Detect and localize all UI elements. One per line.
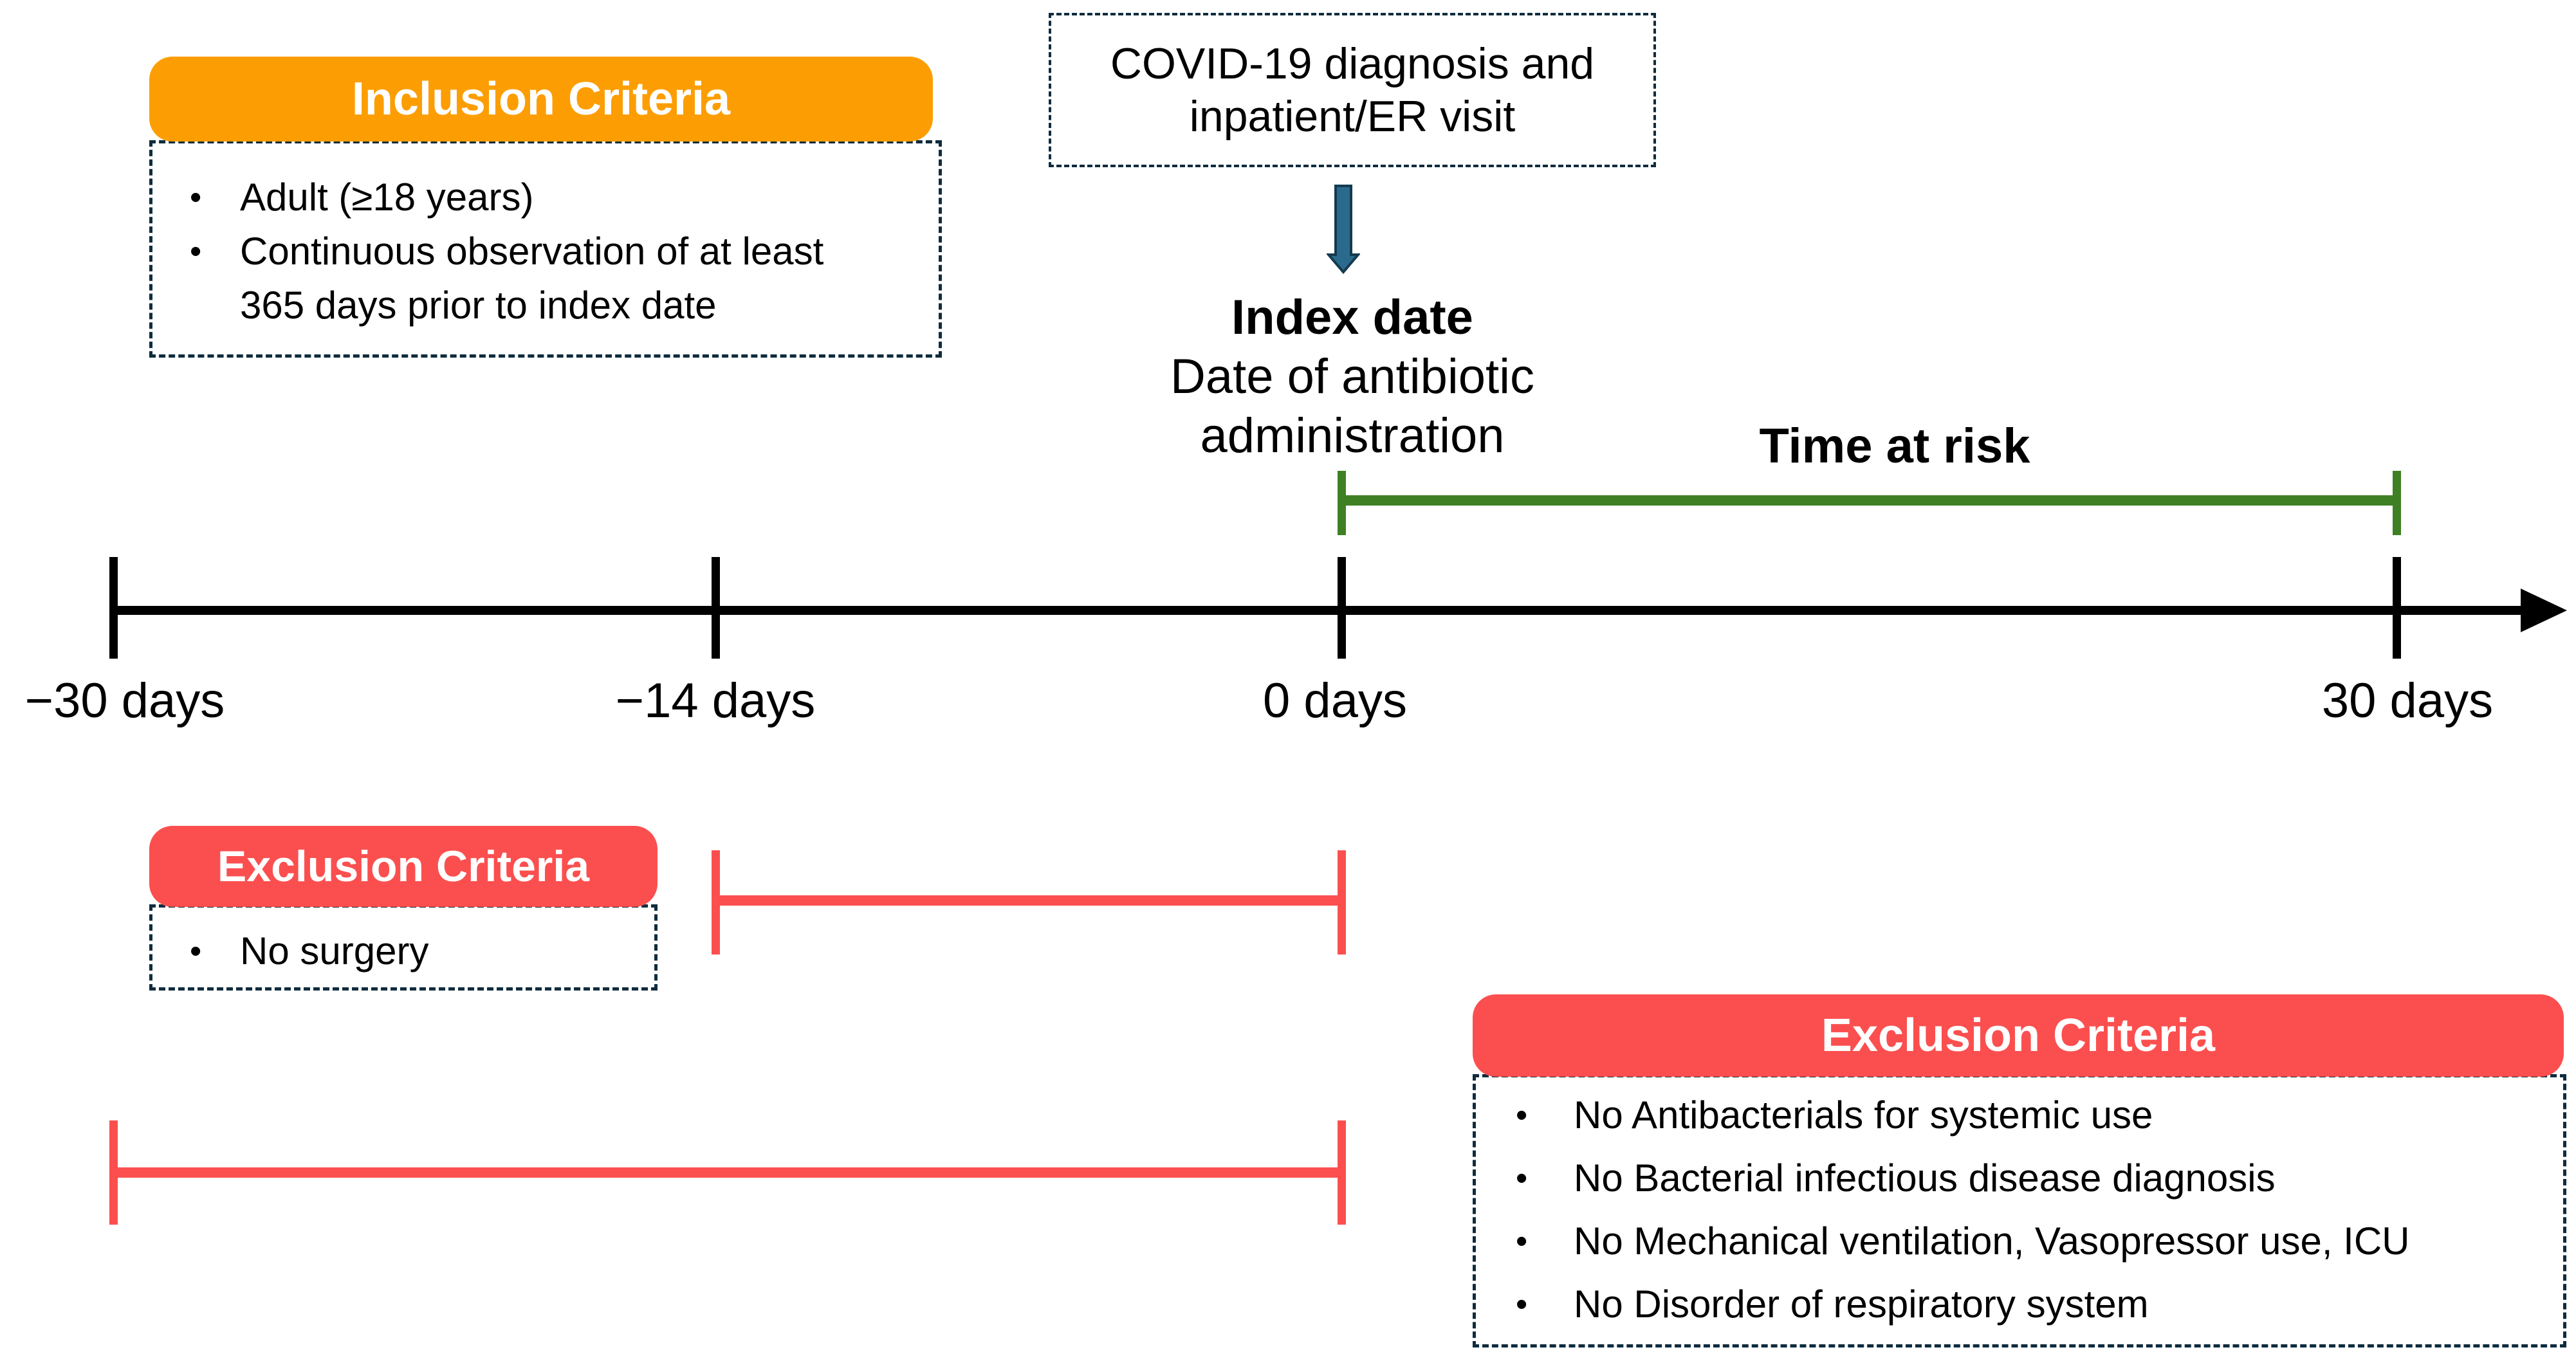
covid-box-line1: COVID-19 diagnosis and [1110,39,1595,88]
bullet-dot-icon: • [190,179,202,216]
exclusion-window-bracket [113,1167,1341,1178]
bullet-dot-icon: • [190,233,202,270]
tick-label-minus30: −30 days [24,673,225,728]
inclusion-item-observation: Continuous observation of at least 365 d… [240,230,824,327]
exclusion-criteria-right-title: Exclusion Criteria [1821,1010,2216,1061]
exclusion-item-antibacterials: No Antibacterials for systemic use [1574,1093,2153,1137]
exclusion-criteria-left-title: Exclusion Criteria [217,842,590,891]
timeline-arrowhead-icon [2521,589,2567,632]
list-item: • No surgery [182,924,641,978]
inclusion-criteria-box: • Adult (≥18 years) • Continuous observa… [149,140,942,358]
bullet-dot-icon: • [1516,1286,1528,1323]
covid-box-line2: inpatient/ER visit [1189,92,1516,141]
exclusion-item-mechanical-ventilation: No Mechanical ventilation, Vasopressor u… [1574,1220,2410,1263]
list-item: • No Disorder of respiratory system [1508,1273,2550,1336]
index-date-title: Index date [1231,290,1473,345]
surgery-window-bracket-right-cap [1338,850,1346,955]
exclusion-item-bacterial-disease: No Bacterial infectious disease diagnosi… [1574,1156,2276,1200]
index-date-label: Index date Date of antibiotic administra… [1031,288,1674,466]
tick-label-minus14: −14 days [615,673,816,728]
bullet-dot-icon: • [1516,1223,1528,1260]
exclusion-criteria-left-list: • No surgery [152,908,654,978]
inclusion-criteria-header: Inclusion Criteria [149,57,933,142]
inclusion-criteria-list: • Adult (≥18 years) • Continuous observa… [152,143,939,333]
tick-label-30: 30 days [2321,673,2494,728]
list-item: • Continuous observation of at least 365… [182,224,926,333]
time-at-risk-bracket [1341,495,2397,506]
covid-event-box: COVID-19 diagnosis and inpatient/ER visi… [1049,13,1656,167]
bullet-dot-icon: • [1516,1097,1528,1134]
list-item: • No Bacterial infectious disease diagno… [1508,1147,2550,1210]
list-item: • No Mechanical ventilation, Vasopressor… [1508,1210,2550,1273]
exclusion-criteria-right-list: • No Antibacterials for systemic use • N… [1476,1077,2563,1336]
list-item: • No Antibacterials for systemic use [1508,1084,2550,1147]
index-date-subtitle-2: administration [1200,408,1505,463]
exclusion-item-no-surgery: No surgery [240,929,429,973]
down-arrow-icon [1327,185,1360,274]
timeline-axis [109,606,2528,615]
exclusion-criteria-right-header: Exclusion Criteria [1473,994,2564,1077]
bullet-dot-icon: • [1516,1160,1528,1197]
time-at-risk-label: Time at risk [1759,419,2030,473]
time-at-risk-bracket-right-cap [2393,471,2401,535]
exclusion-criteria-left-box: • No surgery [149,904,658,991]
list-item: • Adult (≥18 years) [182,170,926,224]
tick-label-0: 0 days [1263,673,1407,728]
index-date-subtitle-1: Date of antibiotic [1170,349,1535,404]
surgery-window-bracket [715,895,1341,906]
inclusion-item-adult: Adult (≥18 years) [240,176,534,219]
exclusion-item-respiratory-disorder: No Disorder of respiratory system [1574,1283,2149,1326]
exclusion-criteria-left-header: Exclusion Criteria [149,826,658,907]
bullet-dot-icon: • [190,933,202,970]
exclusion-window-bracket-right-cap [1338,1120,1346,1225]
inclusion-criteria-title: Inclusion Criteria [351,73,731,125]
exclusion-criteria-right-box: • No Antibacterials for systemic use • N… [1473,1074,2566,1347]
